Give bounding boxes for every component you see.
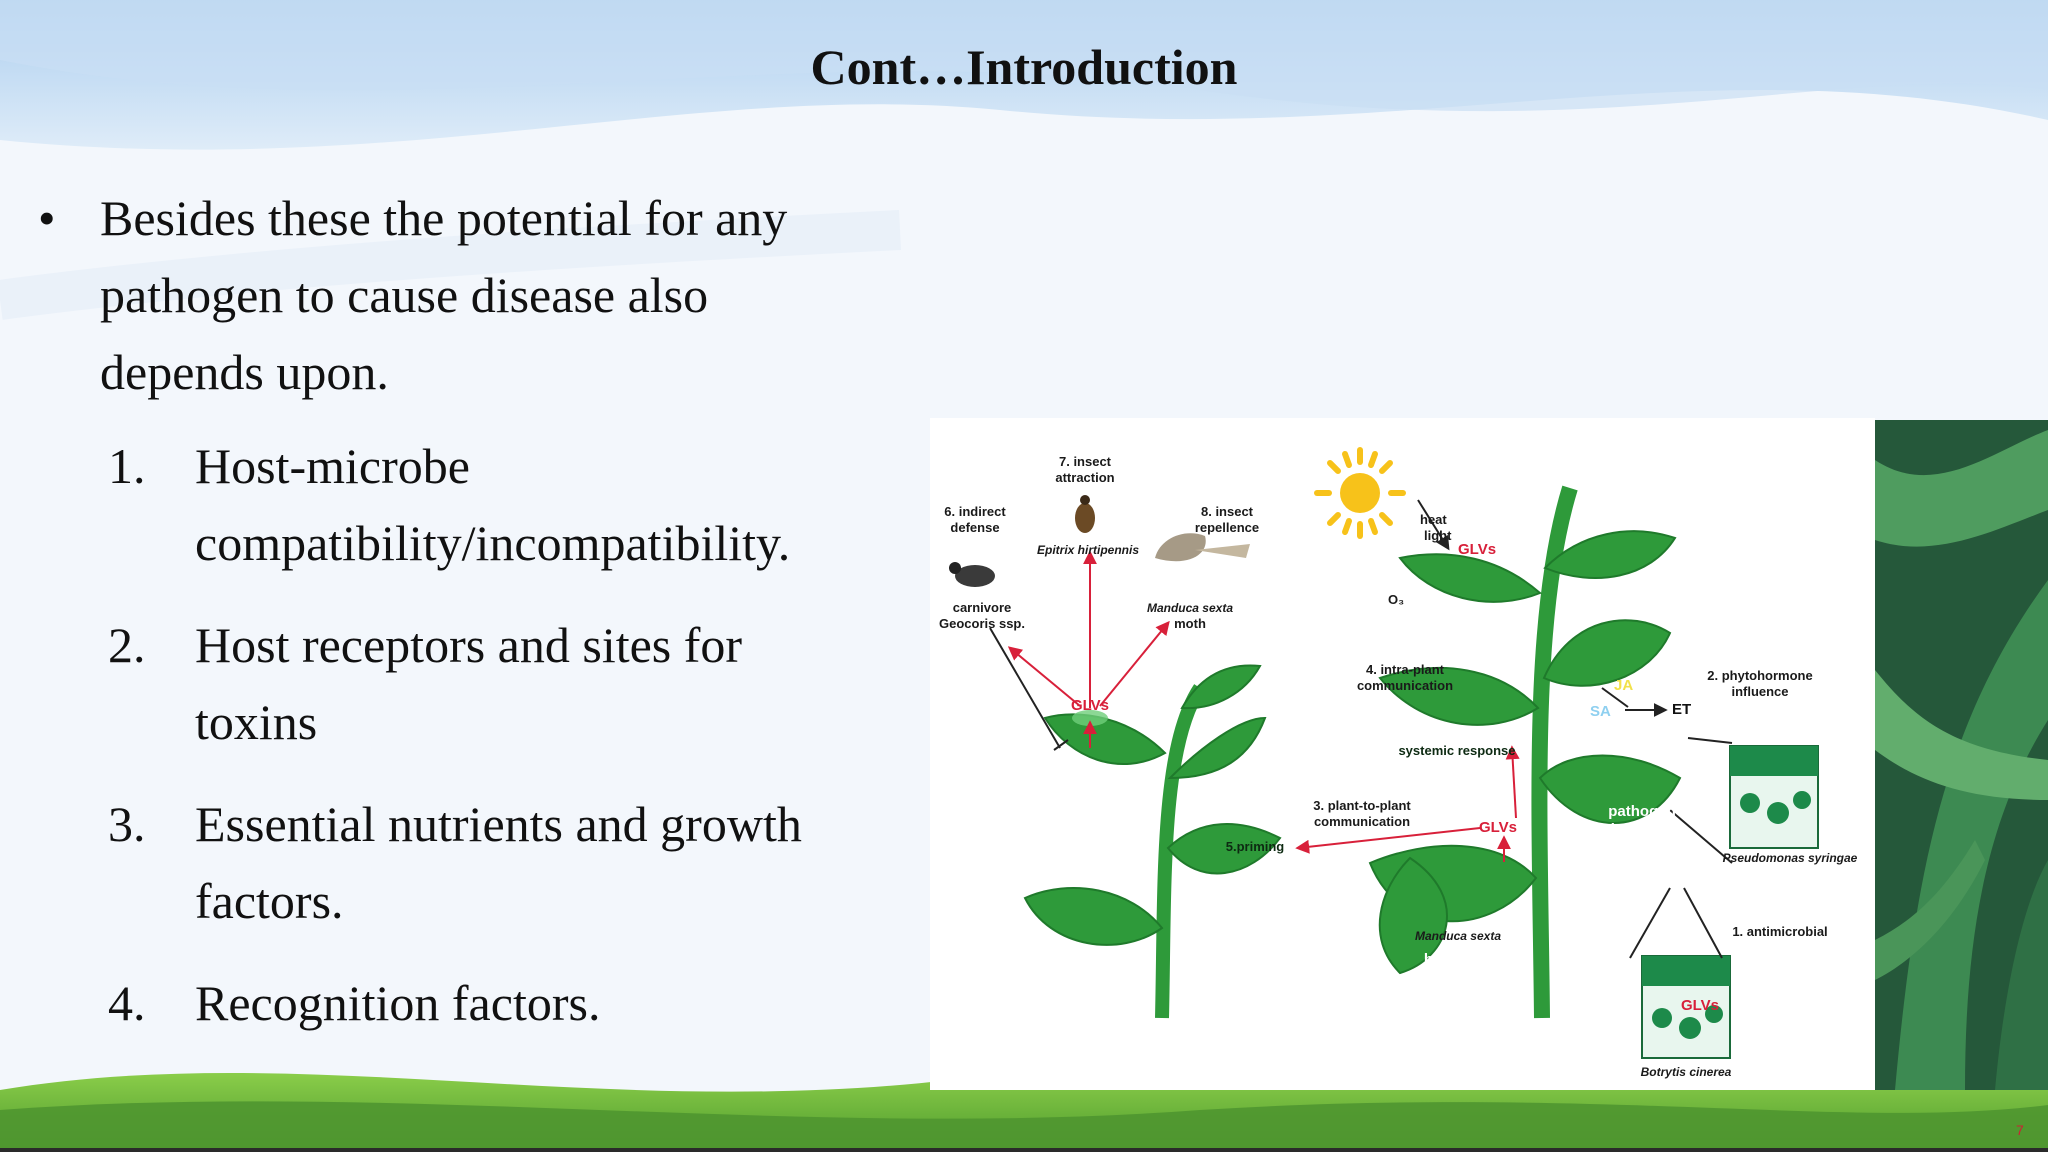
left-plant bbox=[1023, 664, 1282, 1019]
label-pathogen: pathogen bbox=[1608, 803, 1676, 820]
bullet-marker: • bbox=[38, 190, 56, 246]
label-insect-repellence: repellence bbox=[1195, 520, 1259, 535]
pseudomonas-cell-image bbox=[1729, 745, 1819, 849]
item-text: Essential nutrients and growth factors. bbox=[195, 786, 915, 940]
label-heat: heat bbox=[1420, 512, 1447, 527]
item-text: Host-microbe compatibility/incompatibili… bbox=[195, 428, 915, 582]
glv-diagram: 7. insect attraction 6. indirect defense… bbox=[930, 418, 1875, 1090]
label-manduca-moth: Manduca sexta bbox=[1147, 601, 1233, 615]
label-stress: stress bbox=[1481, 625, 1525, 642]
bullet-line: Besides these the potential for any bbox=[100, 190, 788, 246]
label-sa: SA bbox=[1590, 703, 1611, 720]
label-priming: 5.priming bbox=[1226, 839, 1285, 854]
beetle-icon bbox=[1075, 495, 1095, 533]
item-line: compatibility/incompatibility. bbox=[195, 515, 791, 571]
glv-diagram-svg: 7. insect attraction 6. indirect defense… bbox=[939, 447, 1858, 1079]
label-light: light bbox=[1424, 528, 1452, 543]
item-text: Host receptors and sites for toxins bbox=[195, 607, 915, 761]
item-text: Recognition factors. bbox=[195, 965, 915, 1042]
label-insect-repellence: 8. insect bbox=[1201, 504, 1254, 519]
label-infection: infection bbox=[1611, 821, 1674, 838]
label-phytohormone: 2. phytohormone bbox=[1707, 668, 1812, 683]
label-manduca-moth: moth bbox=[1174, 616, 1206, 631]
page-number: 7 bbox=[2016, 1122, 2024, 1138]
bullet-text: Besides these the potential for any path… bbox=[100, 180, 880, 411]
item-number: 3. bbox=[108, 796, 146, 852]
label-et: ET bbox=[1672, 701, 1691, 718]
label-plant-to-plant: 3. plant-to-plant bbox=[1313, 798, 1411, 813]
label-botrytis: Botrytis cinerea bbox=[1641, 1065, 1732, 1079]
label-insect-attraction: 7. insect bbox=[1059, 454, 1112, 469]
item-line: toxins bbox=[195, 694, 318, 750]
label-indirect-defense: 6. indirect bbox=[944, 504, 1006, 519]
slide-title: Cont…Introduction bbox=[810, 39, 1238, 95]
label-phytohormone: influence bbox=[1731, 684, 1788, 699]
label-abiotic: abiotic bbox=[1479, 606, 1527, 623]
item-line: Host-microbe bbox=[195, 438, 470, 494]
label-intra-plant: communication bbox=[1357, 678, 1453, 693]
label-glvs-top: GLVs bbox=[1458, 541, 1496, 558]
label-epitrix: Epitrix hirtipennis bbox=[1037, 543, 1139, 557]
aloe-leaves-image bbox=[1875, 420, 2048, 1090]
bullet-line: depends upon. bbox=[100, 344, 389, 400]
item-number: 1. bbox=[108, 438, 146, 494]
item-line: Recognition factors. bbox=[195, 975, 601, 1031]
label-indirect-defense: defense bbox=[950, 520, 999, 535]
label-glvs-plant: GLVs bbox=[1479, 819, 1517, 836]
item-line: Essential nutrients and growth bbox=[195, 796, 802, 852]
item-number: 2. bbox=[108, 617, 146, 673]
herbivory-leaf bbox=[1378, 856, 1448, 975]
item-line: factors. bbox=[195, 873, 344, 929]
label-plant-to-plant: communication bbox=[1314, 814, 1410, 829]
carnivore-bug-icon bbox=[949, 562, 995, 587]
bullet-line: pathogen to cause disease also bbox=[100, 267, 709, 323]
label-ja: JA bbox=[1614, 677, 1633, 694]
sun-icon bbox=[1314, 447, 1406, 539]
label-glvs-botrytis: GLVs bbox=[1681, 997, 1719, 1014]
botrytis-cell-image bbox=[1641, 955, 1731, 1059]
item-line: Host receptors and sites for bbox=[195, 617, 743, 673]
moth-icon bbox=[1155, 533, 1250, 562]
item-number: 4. bbox=[108, 975, 146, 1031]
label-herbivory: herbivory bbox=[1424, 951, 1493, 968]
label-intra-plant: 4. intra-plant bbox=[1366, 662, 1445, 677]
aloe-photo bbox=[1875, 420, 2048, 1090]
label-manduca-sexta: Manduca sexta bbox=[1415, 929, 1501, 943]
label-systemic-response: systemic response bbox=[1398, 743, 1515, 758]
label-antimicrobial: 1. antimicrobial bbox=[1732, 924, 1827, 939]
label-ozone: O₃ bbox=[1388, 592, 1404, 607]
label-carnivore: carnivore bbox=[953, 600, 1012, 615]
label-glvs-left: GLVs bbox=[1071, 697, 1109, 714]
label-carnivore: Geocoris ssp. bbox=[939, 616, 1025, 631]
label-pseudomonas: Pseudomonas syringae bbox=[1723, 851, 1858, 865]
label-insect-attraction: attraction bbox=[1055, 470, 1114, 485]
